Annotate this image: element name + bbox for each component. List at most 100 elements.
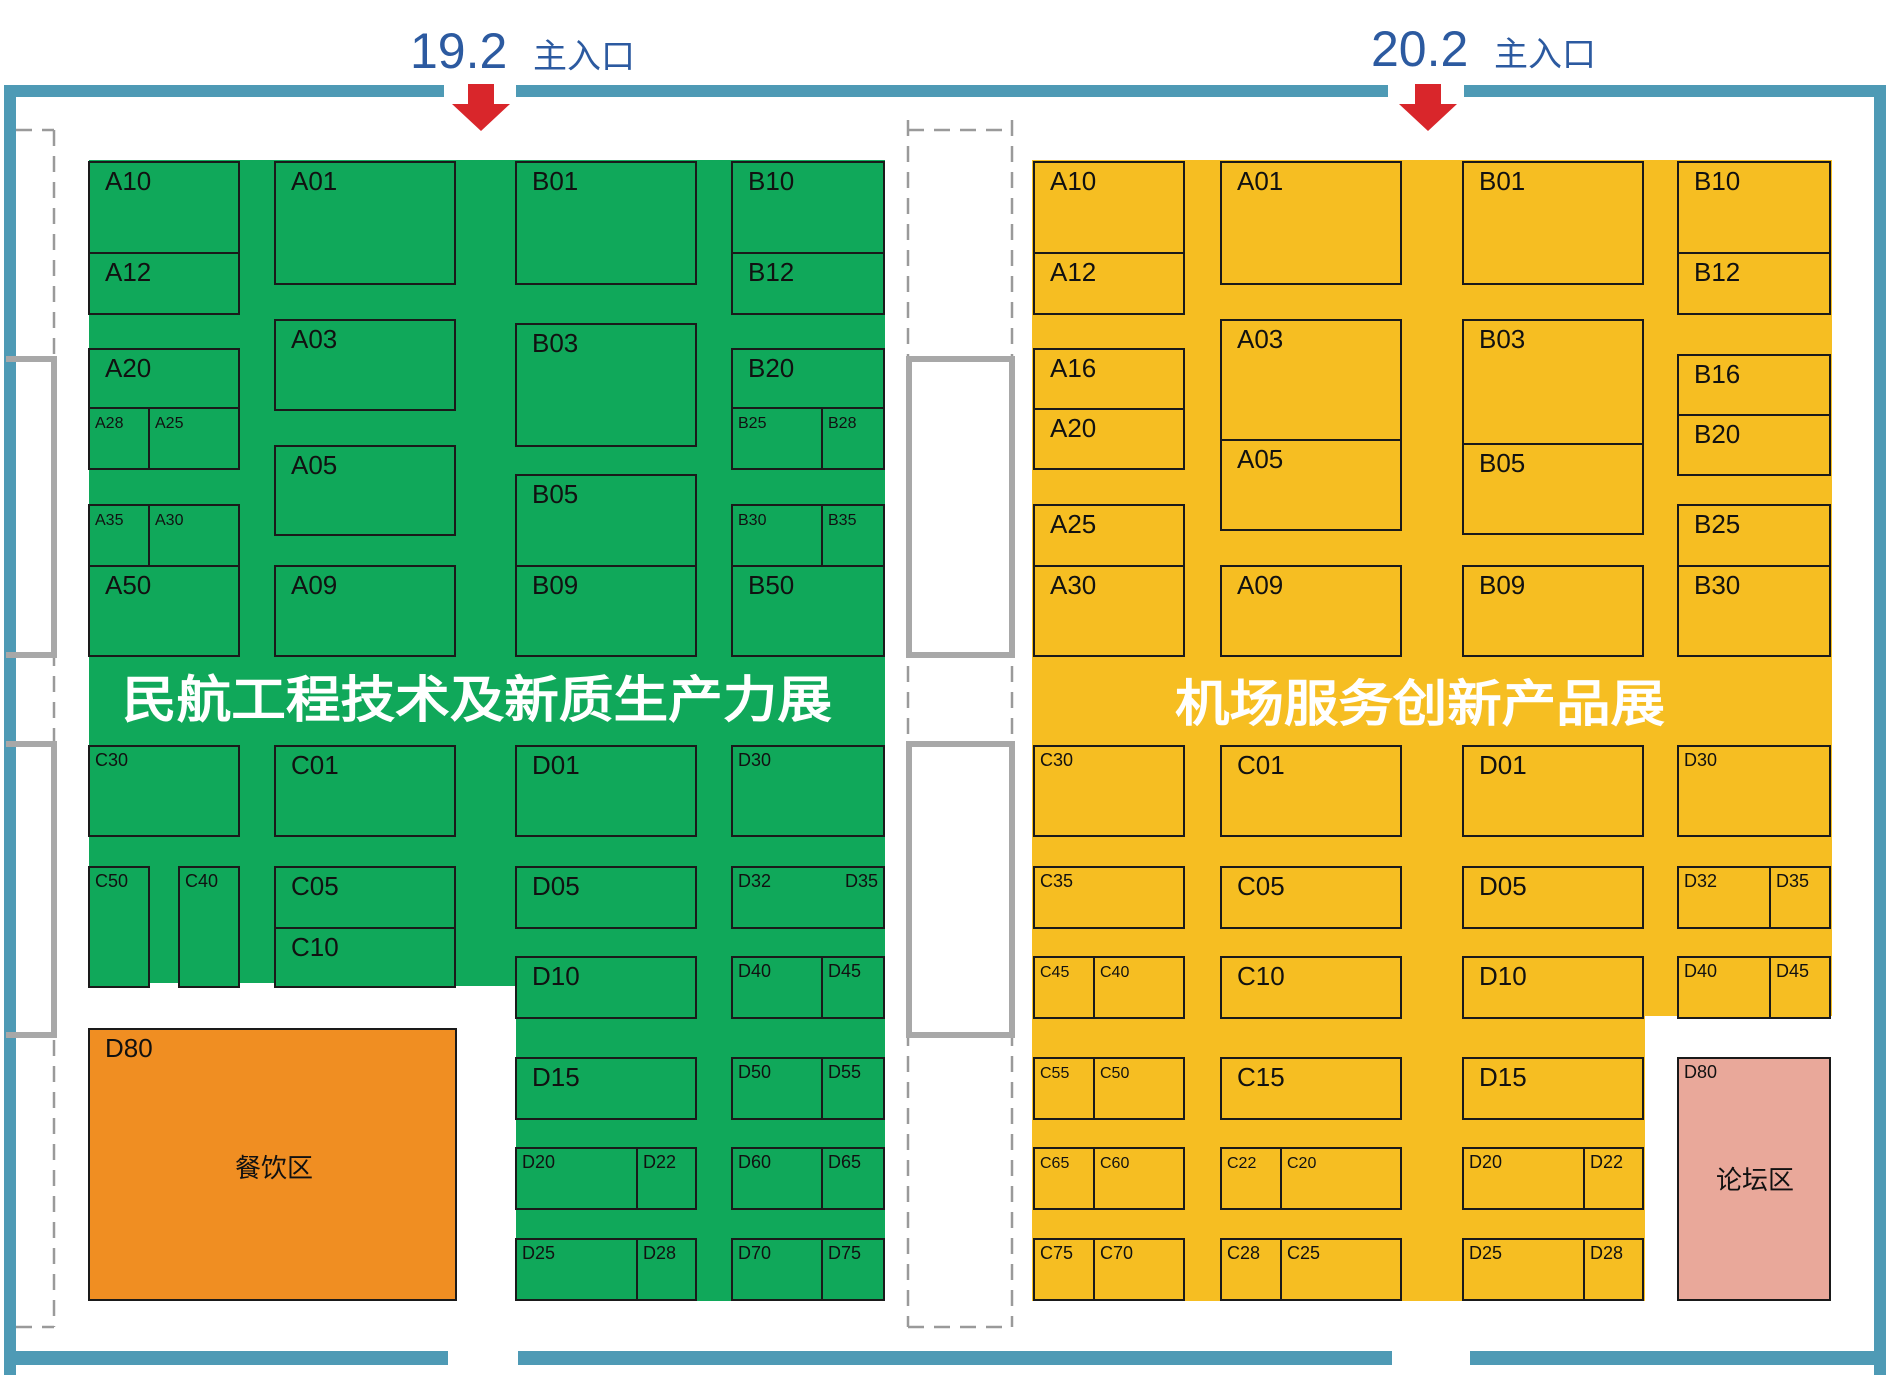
booth-hall-20-a10[interactable]: A10 — [1033, 161, 1185, 254]
booth-hall-20-d25[interactable]: D25 — [1462, 1238, 1585, 1301]
booth-hall-19-d15[interactable]: D15 — [515, 1057, 697, 1120]
booth-hall-19-c10[interactable]: C10 — [274, 927, 456, 988]
booth-hall-20-c05[interactable]: C05 — [1220, 866, 1402, 929]
booth-hall-20-b25[interactable]: B25 — [1677, 504, 1831, 567]
booth-hall-19-a03[interactable]: A03 — [274, 319, 456, 411]
booth-hall-19-d80[interactable]: D80 — [88, 1028, 457, 1301]
booth-hall-20-b30[interactable]: B30 — [1677, 565, 1831, 657]
booth-hall-20-a25[interactable]: A25 — [1033, 504, 1185, 567]
booth-hall-20-c30[interactable]: C30 — [1033, 745, 1185, 837]
booth-hall-19-d40[interactable]: D40 — [731, 956, 823, 1019]
entrance-20-2[interactable]: 20.2 主入口 — [1371, 21, 1596, 131]
booth-hall-20-c01[interactable]: C01 — [1220, 745, 1402, 837]
booth-hall-20-c20[interactable]: C20 — [1280, 1147, 1402, 1210]
booth-hall-20-c15[interactable]: C15 — [1220, 1057, 1402, 1120]
booth-hall-20-c25[interactable]: C25 — [1280, 1238, 1402, 1301]
booth-hall-19-d32[interactable]: D32 — [731, 866, 885, 929]
booth-hall-19-d10[interactable]: D10 — [515, 956, 697, 1019]
booth-hall-20-d10[interactable]: D10 — [1462, 956, 1644, 1019]
entrance-19-2[interactable]: 19.2 主入口 — [410, 23, 635, 131]
booth-hall-19-d20[interactable]: D20 — [515, 1147, 638, 1210]
booth-hall-20-b20[interactable]: B20 — [1677, 414, 1831, 476]
booth-hall-19-d60[interactable]: D60 — [731, 1147, 823, 1210]
booth-hall-20-c22[interactable]: C22 — [1220, 1147, 1282, 1210]
booth-hall-20-c50[interactable]: C50 — [1093, 1057, 1185, 1120]
booth-hall-19-b50[interactable]: B50 — [731, 565, 885, 657]
booth-hall-20-b16[interactable]: B16 — [1677, 354, 1831, 416]
booth-hall-19-b09[interactable]: B09 — [515, 565, 697, 657]
booth-hall-19-b30[interactable]: B30 — [731, 504, 823, 567]
booth-hall-19-b10[interactable]: B10 — [731, 161, 885, 254]
booth-hall-19-a28[interactable]: A28 — [88, 407, 150, 470]
booth-hall-19-c40[interactable]: C40 — [178, 866, 240, 988]
booth-hall-20-d05[interactable]: D05 — [1462, 866, 1644, 929]
booth-hall-19-c30[interactable]: C30 — [88, 745, 240, 837]
booth-hall-19-a30[interactable]: A30 — [148, 504, 240, 567]
booth-hall-19-d45[interactable]: D45 — [821, 956, 885, 1019]
booth-hall-19-d75[interactable]: D75 — [821, 1238, 885, 1301]
booth-hall-19-b25[interactable]: B25 — [731, 407, 823, 470]
booth-hall-20-a03[interactable]: A03 — [1220, 319, 1402, 441]
booth-hall-19-a50[interactable]: A50 — [88, 565, 240, 657]
booth-hall-19-d35[interactable]: D35 — [845, 871, 878, 891]
booth-hall-20-c75[interactable]: C75 — [1033, 1238, 1095, 1301]
booth-hall-20-c28[interactable]: C28 — [1220, 1238, 1282, 1301]
booth-hall-20-d45[interactable]: D45 — [1769, 956, 1831, 1019]
booth-hall-20-b10[interactable]: B10 — [1677, 161, 1831, 254]
booth-hall-20-c10[interactable]: C10 — [1220, 956, 1402, 1019]
booth-hall-19-b03[interactable]: B03 — [515, 323, 697, 447]
booth-hall-19-b05[interactable]: B05 — [515, 474, 697, 567]
booth-hall-20-a01[interactable]: A01 — [1220, 161, 1402, 285]
booth-hall-20-a12[interactable]: A12 — [1033, 252, 1185, 315]
booth-hall-20-c45[interactable]: C45 — [1033, 956, 1095, 1019]
booth-hall-19-a35[interactable]: A35 — [88, 504, 150, 567]
booth-hall-20-b01[interactable]: B01 — [1462, 161, 1644, 285]
booth-hall-20-a16[interactable]: A16 — [1033, 348, 1185, 410]
booth-hall-20-d35[interactable]: D35 — [1769, 866, 1831, 929]
booth-hall-20-d40[interactable]: D40 — [1677, 956, 1771, 1019]
booth-hall-20-b03[interactable]: B03 — [1462, 319, 1644, 445]
booth-hall-19-d01[interactable]: D01 — [515, 745, 697, 837]
booth-hall-20-c65[interactable]: C65 — [1033, 1147, 1095, 1210]
booth-hall-19-b28[interactable]: B28 — [821, 407, 885, 470]
booth-hall-20-b05[interactable]: B05 — [1462, 443, 1644, 535]
booth-hall-19-c50[interactable]: C50 — [88, 866, 150, 988]
booth-hall-19-a09[interactable]: A09 — [274, 565, 456, 657]
booth-hall-20-c40[interactable]: C40 — [1093, 956, 1185, 1019]
booth-hall-20-d30[interactable]: D30 — [1677, 745, 1831, 837]
booth-hall-19-b35[interactable]: B35 — [821, 504, 885, 567]
booth-hall-19-a01[interactable]: A01 — [274, 161, 456, 285]
booth-hall-20-b12[interactable]: B12 — [1677, 252, 1831, 315]
booth-hall-19-a10[interactable]: A10 — [88, 161, 240, 254]
booth-hall-19-d30[interactable]: D30 — [731, 745, 885, 837]
booth-hall-20-c70[interactable]: C70 — [1093, 1238, 1185, 1301]
booth-hall-20-a05[interactable]: A05 — [1220, 439, 1402, 531]
booth-hall-19-a25[interactable]: A25 — [148, 407, 240, 470]
booth-hall-20-d80[interactable]: D80 — [1677, 1057, 1831, 1301]
booth-hall-19-c01[interactable]: C01 — [274, 745, 456, 837]
booth-hall-19-d70[interactable]: D70 — [731, 1238, 823, 1301]
booth-hall-19-d25[interactable]: D25 — [515, 1238, 638, 1301]
booth-hall-19-a20[interactable]: A20 — [88, 348, 240, 409]
booth-hall-20-d01[interactable]: D01 — [1462, 745, 1644, 837]
booth-hall-20-c60[interactable]: C60 — [1093, 1147, 1185, 1210]
booth-hall-19-d22[interactable]: D22 — [636, 1147, 697, 1210]
booth-hall-20-c35[interactable]: C35 — [1033, 866, 1185, 929]
booth-hall-20-d22[interactable]: D22 — [1583, 1147, 1644, 1210]
booth-hall-20-d20[interactable]: D20 — [1462, 1147, 1585, 1210]
booth-hall-19-c05[interactable]: C05 — [274, 866, 456, 929]
booth-hall-20-b09[interactable]: B09 — [1462, 565, 1644, 657]
booth-hall-19-b12[interactable]: B12 — [731, 252, 885, 315]
booth-hall-20-d15[interactable]: D15 — [1462, 1057, 1644, 1120]
booth-hall-20-d28[interactable]: D28 — [1583, 1238, 1644, 1301]
booth-hall-20-a20[interactable]: A20 — [1033, 408, 1185, 470]
booth-hall-20-c55[interactable]: C55 — [1033, 1057, 1095, 1120]
booth-hall-19-a12[interactable]: A12 — [88, 252, 240, 315]
booth-hall-19-b01[interactable]: B01 — [515, 161, 697, 285]
booth-hall-20-d32[interactable]: D32 — [1677, 866, 1771, 929]
booth-hall-19-d50[interactable]: D50 — [731, 1057, 823, 1120]
booth-hall-19-d28[interactable]: D28 — [636, 1238, 697, 1301]
booth-hall-20-a30[interactable]: A30 — [1033, 565, 1185, 657]
booth-hall-19-b20[interactable]: B20 — [731, 348, 885, 409]
booth-hall-19-d05[interactable]: D05 — [515, 866, 697, 929]
